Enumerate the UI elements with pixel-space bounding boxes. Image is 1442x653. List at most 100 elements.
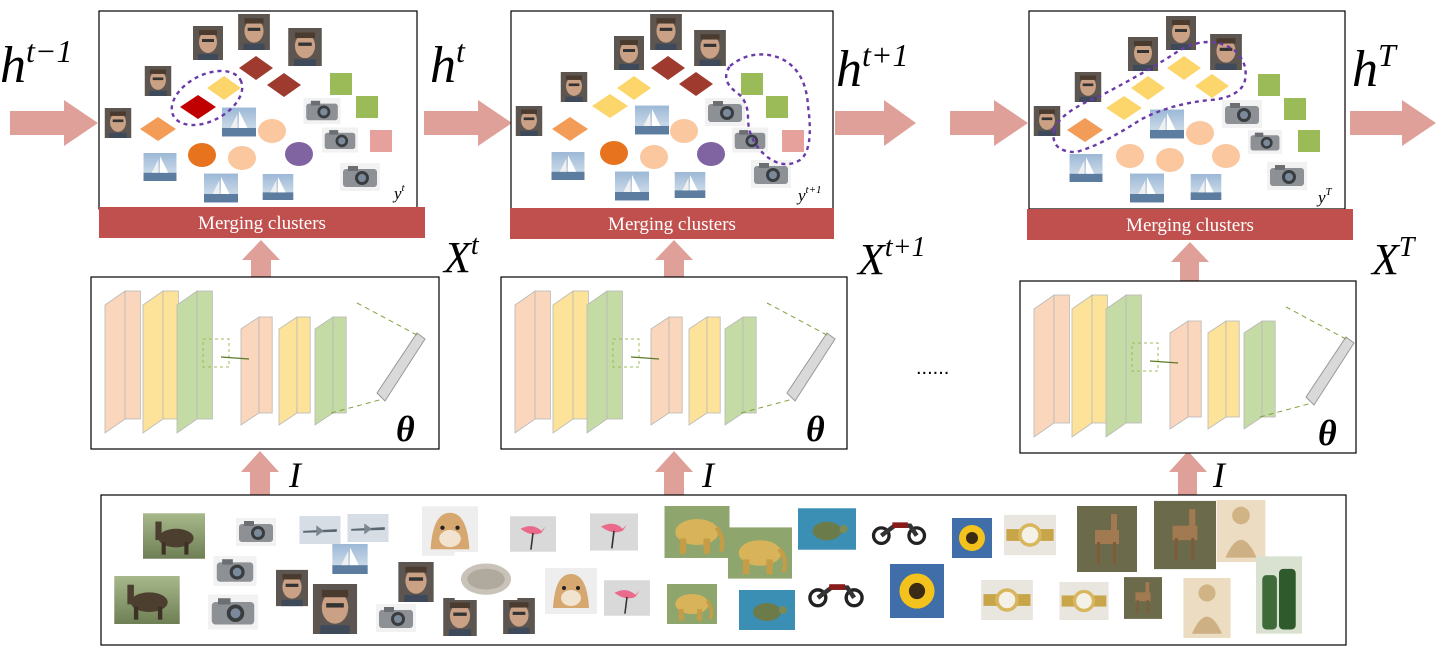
elephant-photo: [665, 506, 730, 558]
recurrent-arrow-h-tp1: [835, 100, 916, 146]
cluster-diamond: [1167, 56, 1201, 80]
sailboat-photo: [1130, 173, 1164, 203]
face-photo: [1128, 37, 1158, 71]
ellipsis: ......: [916, 357, 949, 379]
feature-vector: [786, 332, 836, 402]
face-photo: [1033, 106, 1061, 136]
conv-layer-3: [176, 290, 213, 434]
label-h-T: hT: [1352, 37, 1398, 98]
cluster-diamond: [1195, 74, 1229, 98]
cluster-circle: [697, 142, 725, 166]
face-photo: [503, 598, 535, 634]
camera-photo: [208, 594, 258, 630]
conv-kernel: [1131, 342, 1159, 372]
cluster-circle: [670, 119, 698, 143]
sailboat-photo: [1150, 109, 1184, 139]
turtle-photo: [739, 590, 795, 630]
up-arrow-cnn-to-merge-2: [655, 240, 693, 277]
motorbike-photo: [804, 574, 867, 608]
cluster-square: [1258, 74, 1280, 96]
cluster-diamond: [617, 76, 651, 100]
cluster-diamond: [592, 94, 628, 118]
sunflower-photo: [890, 564, 944, 618]
giraffe-photo: [1077, 506, 1137, 572]
camera-photo: [376, 604, 416, 632]
cluster-diamond: [267, 73, 301, 97]
label-h-tp1: ht+1: [836, 37, 908, 98]
cluster-diamond: [651, 56, 685, 80]
cluster-square: [766, 96, 788, 118]
recurrent-arrow-h-t: [424, 100, 512, 146]
conv-layer-1: [1033, 294, 1070, 438]
kernel-arrow: [630, 356, 660, 360]
merging-clusters-bar-1: Merging clusters: [99, 207, 425, 238]
label-I-1: I: [288, 455, 303, 495]
svg-text:Merging clusters: Merging clusters: [198, 213, 326, 234]
kernel-arrow: [1149, 360, 1179, 364]
camera-photo: [1267, 162, 1307, 190]
conv-layer-3: [1105, 294, 1142, 438]
buddha-photo: [1216, 500, 1266, 562]
cluster-circle: [1186, 121, 1214, 145]
cluster-square: [782, 130, 804, 152]
cluster-circle: [228, 146, 256, 170]
conv-layer-6: [1243, 320, 1276, 430]
conv-layer-2: [1071, 294, 1108, 438]
face-photo: [443, 598, 477, 636]
merged-cluster-outline: [170, 69, 244, 127]
recurrent-arrow-h-T: [1350, 100, 1436, 146]
conv-layer-3: [586, 290, 623, 434]
camera-photo: [322, 127, 358, 153]
label-X-tp1: Xt+1: [856, 232, 926, 284]
label-y-T: yT: [1316, 186, 1333, 207]
face-photo: [276, 569, 308, 607]
sailboat-photo: [1069, 154, 1103, 182]
sailboat-photo: [222, 107, 256, 137]
up-arrow-cnn-to-merge-3: [1171, 242, 1209, 281]
camera-photo: [213, 556, 257, 586]
conv-layer-2: [142, 290, 179, 434]
buddha-photo: [1183, 578, 1231, 638]
elephant-photo: [728, 527, 792, 578]
conv-layer-2: [552, 290, 589, 434]
cluster-circle: [188, 143, 216, 167]
up-arrow-input-to-cnn-3: [1169, 451, 1207, 495]
sailboat-photo: [204, 173, 238, 203]
conv-layer-5: [688, 316, 721, 426]
cluster-square: [330, 73, 352, 95]
camera-photo: [1248, 130, 1282, 154]
cnn-box-2: [500, 276, 848, 450]
face-photo: [614, 36, 644, 70]
cluster-panel-T: yT: [1028, 10, 1346, 210]
sailboat-photo: [551, 152, 585, 180]
conv-layer-6: [724, 316, 757, 426]
turtle-photo: [798, 508, 856, 550]
cluster-square: [741, 73, 763, 95]
cluster-diamond: [180, 95, 216, 119]
face-photo: [515, 106, 543, 136]
recurrent-arrow-h-t-to-T: [950, 100, 1028, 146]
cluster-diamond: [552, 117, 588, 141]
face-photo: [312, 584, 358, 634]
up-arrow-input-to-cnn-2: [655, 451, 693, 495]
merged-cluster-outline: [1052, 40, 1247, 154]
conv-kernel: [202, 338, 230, 368]
face-photo: [288, 28, 322, 66]
projection-line: [1285, 306, 1347, 340]
recurrent-arrow-h-tm1: [10, 100, 98, 146]
hedgehog-photo: [454, 552, 518, 600]
sailboat-photo: [635, 105, 669, 135]
projection-line: [356, 302, 418, 336]
llama-photo: [114, 576, 180, 624]
merging-clusters-bar-2: Merging clusters: [510, 208, 834, 239]
face-photo: [398, 562, 434, 602]
flamingo-photo: [590, 512, 638, 552]
svg-text:Merging clusters: Merging clusters: [608, 214, 736, 235]
theta-symbol-2: θ: [806, 409, 825, 449]
sailboat-photo: [615, 171, 649, 201]
face-photo: [1074, 72, 1102, 102]
sailboat-photo: [262, 174, 294, 200]
camera-photo: [340, 163, 380, 191]
cluster-square: [356, 96, 378, 118]
watch-photo: [1004, 514, 1056, 556]
